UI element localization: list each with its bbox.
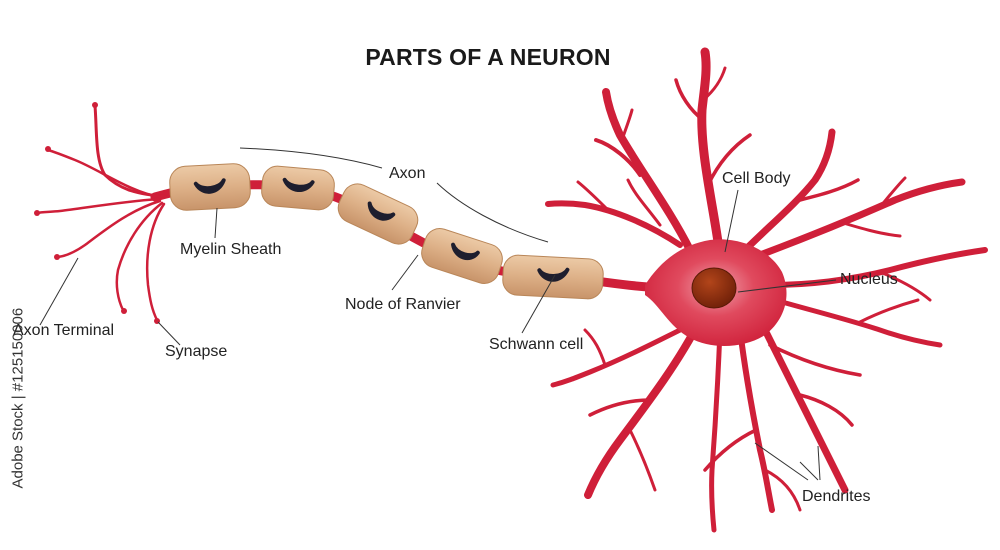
dendrites <box>545 47 988 533</box>
diagram-title: PARTS OF A NEURON <box>365 44 611 70</box>
leader-dendrites-1 <box>754 442 809 481</box>
label-nucleus: Nucleus <box>840 271 898 288</box>
leader-myelin-sheath <box>214 207 218 239</box>
schwann-cell-1 <box>169 163 251 211</box>
schwann-cell-3 <box>337 183 419 245</box>
axon-terminal-branches <box>35 104 167 322</box>
leader-schwann-cell <box>521 274 556 334</box>
label-cell-body: Cell Body <box>722 170 791 187</box>
schwann-cell-5 <box>502 254 604 300</box>
leader-cell-body <box>724 189 739 253</box>
label-schwann-cell: Schwann cell <box>489 336 584 353</box>
schwann-cell-2 <box>261 165 335 211</box>
label-axon: Axon <box>389 165 426 182</box>
synaptic-terminal-dots <box>34 102 160 324</box>
schwann-cell-4 <box>421 228 503 284</box>
label-axon-terminal: Axon Terminal <box>13 322 115 339</box>
leader-axon-left <box>239 147 383 169</box>
leader-lines <box>39 147 837 481</box>
leader-axon-right <box>436 182 549 243</box>
leader-node-of-ranvier <box>391 254 419 291</box>
label-synapse: Synapse <box>165 343 228 360</box>
label-myelin-sheath: Myelin Sheath <box>180 241 282 258</box>
leader-dendrites-2 <box>799 461 819 481</box>
myelin-sheath-segments <box>169 163 604 300</box>
leader-nucleus <box>737 279 837 293</box>
nucleus <box>691 267 737 309</box>
stock-watermark: Adobe Stock | #125150006 <box>9 307 27 489</box>
leader-synapse <box>157 321 181 346</box>
leader-axon-terminal <box>39 257 79 326</box>
label-dendrites: Dendrites <box>802 488 871 505</box>
label-node-of-ranvier: Node of Ranvier <box>345 296 461 313</box>
leader-dendrites-3 <box>817 445 821 481</box>
